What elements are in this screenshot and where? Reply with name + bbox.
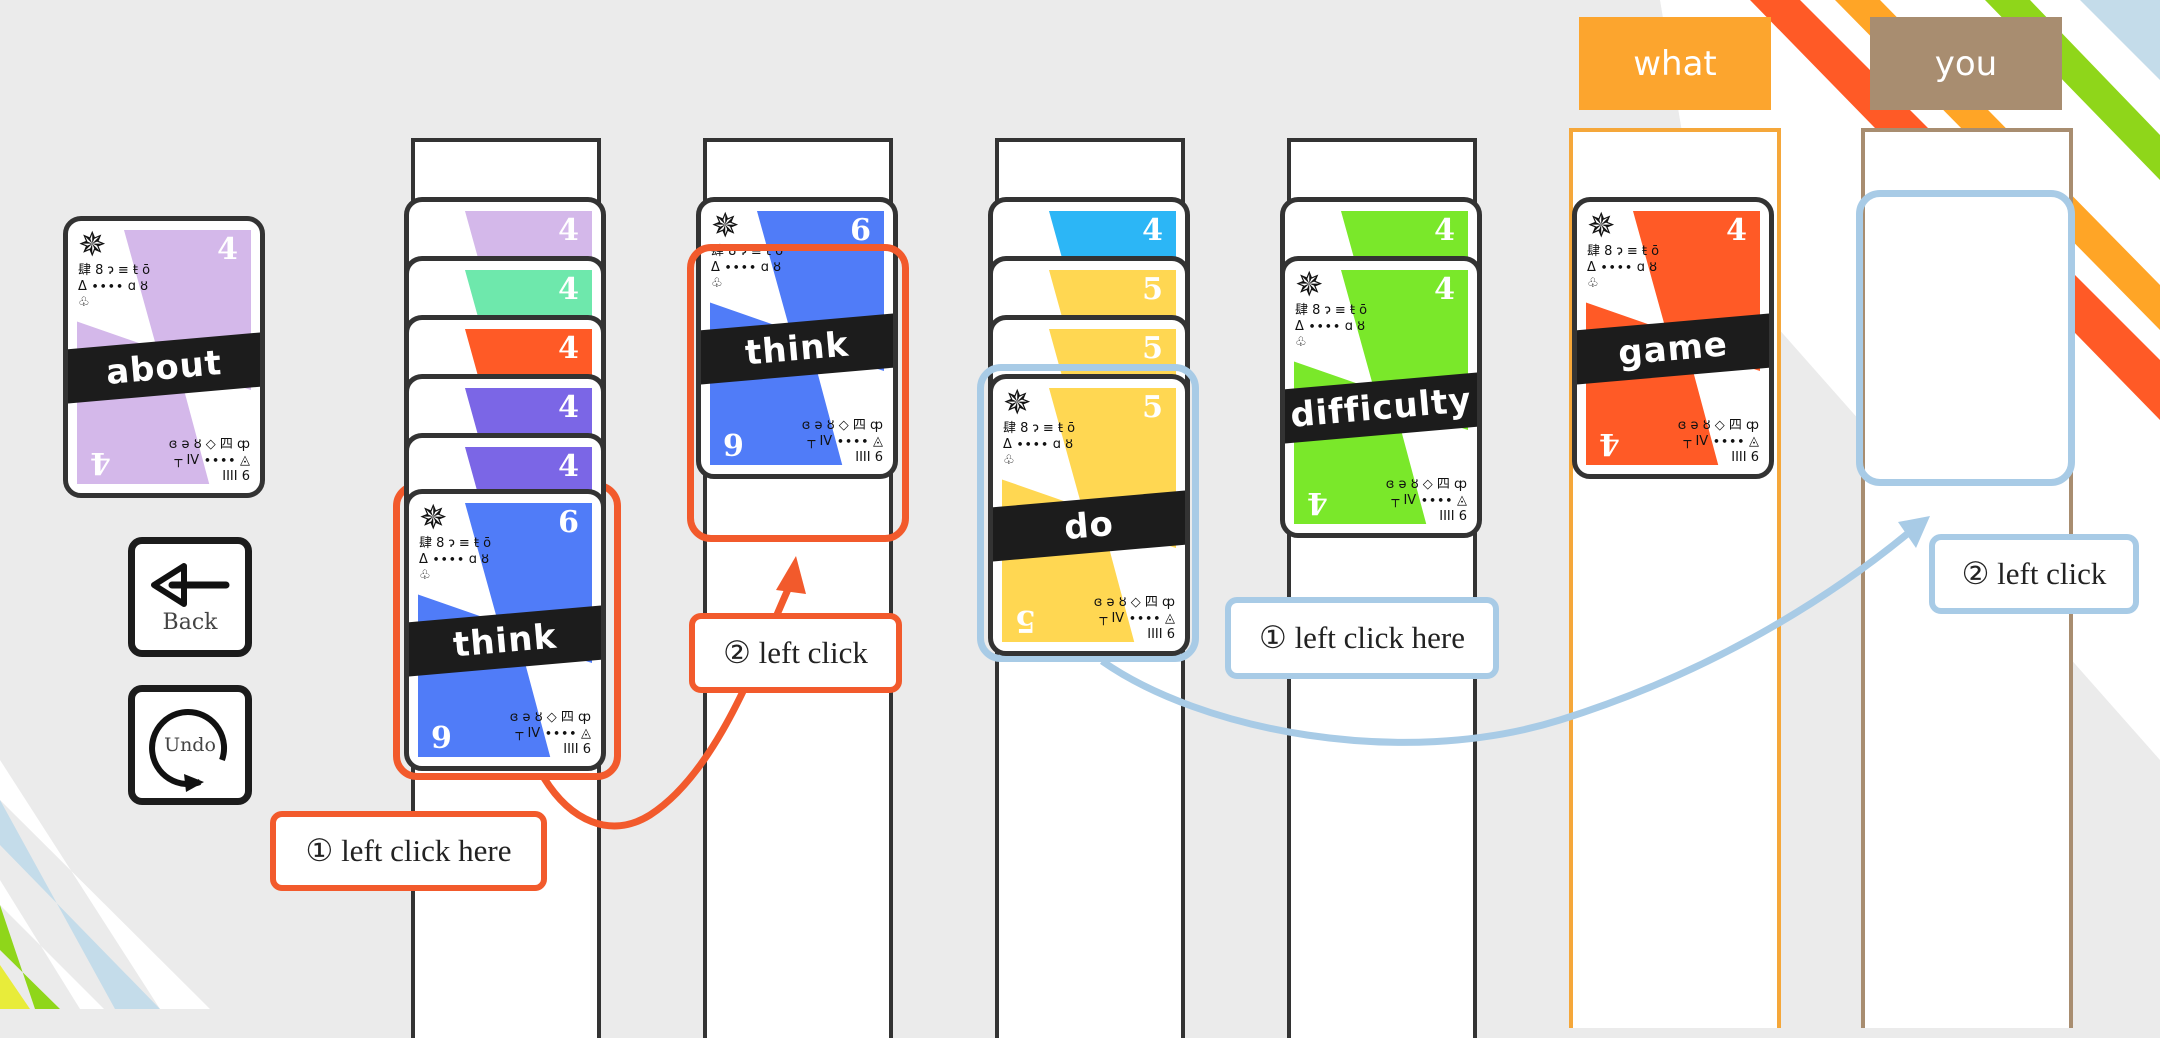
card-symbols-bottom: ɞ ə ȣ ◇ 四 ȹ ┬ IV ∙∙∙∙ ◬ IIII 6 (509, 710, 591, 757)
card-symbols-bottom: ɞ ə ȣ ◇ 四 ȹ ┬ IV ∙∙∙∙ ◬ IIII 6 (1385, 477, 1467, 524)
card-game[interactable]: 4 ✵肆 8 ɂ ≡ ŧ ō Δ ∙∙∙∙ ɑ ȣ ♧ ɞ ə ȣ ◇ 四 ȹ ┬ … (1572, 197, 1774, 479)
card-symbols-top-group: ✵肆 8 ɂ ≡ ŧ ō Δ ∙∙∙∙ ɑ ȣ ♧ (1587, 208, 1669, 292)
card-symbols-top-group: ✵肆 8 ɂ ≡ ŧ ō Δ ∙∙∙∙ ɑ ȣ ♧ (711, 208, 793, 292)
card-symbols-top-group: ✵肆 8 ɂ ≡ ŧ ō Δ ∙∙∙∙ ɑ ȣ ♧ (419, 500, 501, 584)
undo-circle-icon (149, 709, 227, 792)
red-step1-note: ① left click here (270, 811, 547, 891)
card-think[interactable]: 6 ✵肆 8 ɂ ≡ ŧ ō Δ ∙∙∙∙ ɑ ȣ ♧ ɞ ə ȣ ◇ 四 ȹ ┬ … (696, 197, 898, 479)
card-number-top: 4 (217, 232, 238, 267)
card-symbols-top: 肆 8 ɂ ≡ ŧ ō Δ ∙∙∙∙ ɑ ȣ ♧ (419, 536, 492, 583)
card-number-top: 4 (1726, 213, 1747, 248)
card-number-top: 4 (558, 213, 579, 248)
card-number-top: 6 (850, 213, 871, 248)
what-header: what (1579, 17, 1771, 110)
card-number-top: 4 (558, 331, 579, 366)
card-number-bottom: 4 (1307, 485, 1328, 520)
card-difficulty[interactable]: 4 ✵肆 8 ɂ ≡ ŧ ō Δ ∙∙∙∙ ɑ ȣ ♧ ɞ ə ȣ ◇ 四 ȹ ┬ … (1280, 256, 1482, 538)
card-number-top: 4 (1434, 213, 1455, 248)
compass-icon: ✵ (1003, 383, 1032, 423)
card-number-bottom: 4 (1599, 426, 1620, 461)
about-card[interactable]: 4 ✵肆 8 ɂ ≡ ŧ ō Δ ∙∙∙∙ ɑ ȣ ♧ ɞ ə ȣ ◇ 四 ȹ ┬ … (63, 216, 265, 498)
back-label: Back (162, 609, 218, 635)
card-number-top: 6 (558, 505, 579, 540)
card-think[interactable]: 6 ✵肆 8 ɂ ≡ ŧ ō Δ ∙∙∙∙ ɑ ȣ ♧ ɞ ə ȣ ◇ 四 ȹ ┬ … (404, 489, 606, 771)
card-number-bottom: 5 (1015, 603, 1036, 638)
you-header: you (1870, 17, 2062, 110)
compass-icon: ✵ (711, 206, 740, 246)
card-symbols-bottom: ɞ ə ȣ ◇ 四 ȹ ┬ IV ∙∙∙∙ ◬ IIII 6 (1677, 418, 1759, 465)
card-number-top: 4 (1434, 272, 1455, 307)
compass-icon: ✵ (1295, 265, 1324, 305)
card-number-top: 4 (1142, 213, 1163, 248)
card-number-top: 5 (1142, 272, 1163, 307)
card-symbols-top: 肆 8 ɂ ≡ ŧ ō Δ ∙∙∙∙ ɑ ȣ ♧ (1295, 303, 1368, 350)
card-do[interactable]: 5 ✵肆 8 ɂ ≡ ŧ ō Δ ∙∙∙∙ ɑ ȣ ♧ ɞ ə ȣ ◇ 四 ȹ ┬ … (988, 374, 1190, 656)
card-number-top: 5 (1142, 390, 1163, 425)
card-symbols-top: 肆 8 ɂ ≡ ŧ ō Δ ∙∙∙∙ ɑ ȣ ♧ (711, 244, 784, 291)
card-symbols-bottom: ɞ ə ȣ ◇ 四 ȹ ┬ IV ∙∙∙∙ ◬ IIII 6 (801, 418, 883, 465)
card-number-bottom: 6 (431, 718, 452, 753)
card-symbols-bottom: ɞ ə ȣ ◇ 四 ȹ ┬ IV ∙∙∙∙ ◬ IIII 6 (168, 437, 250, 484)
card-symbols-top-group: ✵肆 8 ɂ ≡ ŧ ō Δ ∙∙∙∙ ɑ ȣ ♧ (78, 227, 160, 311)
card-symbols-bottom: ɞ ə ȣ ◇ 四 ȹ ┬ IV ∙∙∙∙ ◬ IIII 6 (1093, 595, 1175, 642)
card-number-bottom: 6 (723, 426, 744, 461)
card-number-top: 5 (1142, 331, 1163, 366)
compass-icon: ✵ (1587, 206, 1616, 246)
back-button[interactable]: Back (128, 537, 252, 657)
card-symbols-top: 肆 8 ɂ ≡ ŧ ō Δ ∙∙∙∙ ɑ ȣ ♧ (1587, 244, 1660, 291)
card-number-bottom: 4 (90, 445, 111, 480)
card-symbols-top: 肆 8 ɂ ≡ ŧ ō Δ ∙∙∙∙ ɑ ȣ ♧ (78, 263, 151, 310)
compass-icon: ✵ (78, 225, 107, 265)
red-step2-note: ② left click (689, 613, 902, 693)
card-symbols-top: 肆 8 ɂ ≡ ŧ ō Δ ∙∙∙∙ ɑ ȣ ♧ (1003, 421, 1076, 468)
undo-label: Undo (164, 734, 216, 756)
card-number-top: 4 (558, 272, 579, 307)
undo-button[interactable]: Undo (128, 685, 252, 805)
compass-icon: ✵ (419, 498, 448, 538)
blue-step1-note: ① left click here (1225, 597, 1499, 679)
card-symbols-top-group: ✵肆 8 ɂ ≡ ŧ ō Δ ∙∙∙∙ ɑ ȣ ♧ (1003, 385, 1085, 469)
card-symbols-top-group: ✵肆 8 ɂ ≡ ŧ ō Δ ∙∙∙∙ ɑ ȣ ♧ (1295, 267, 1377, 351)
back-arrow-icon (151, 562, 230, 607)
blue-step2-note: ② left click (1929, 534, 2139, 614)
card-number-top: 4 (558, 449, 579, 484)
card-number-top: 4 (558, 390, 579, 425)
